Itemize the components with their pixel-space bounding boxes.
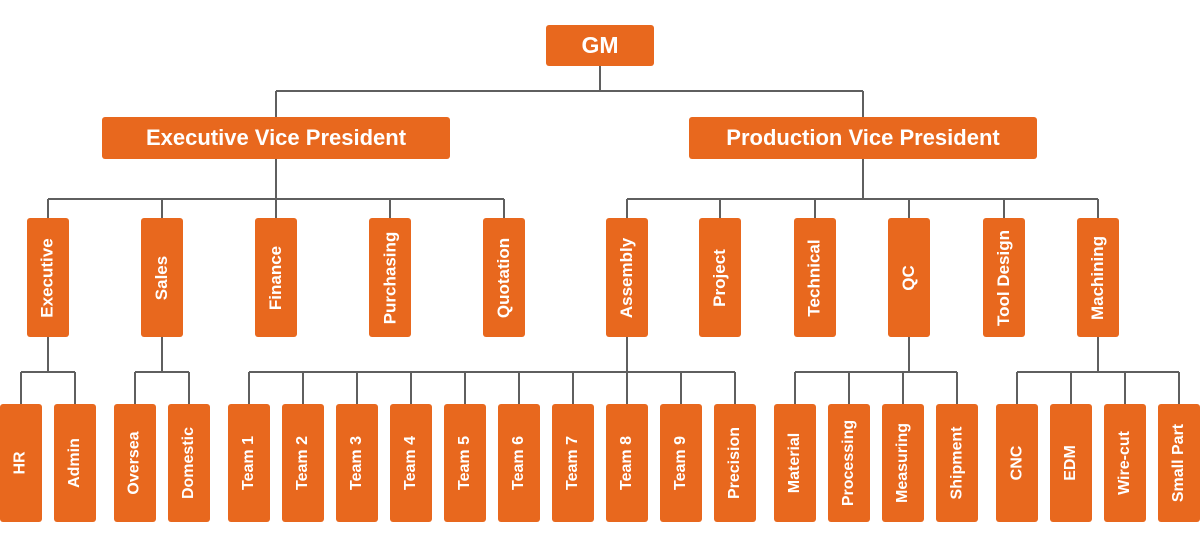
team-team-9-box: Team 9 xyxy=(660,404,702,522)
dept-label: Executive xyxy=(38,237,58,318)
dept-label: Purchasing xyxy=(380,231,399,324)
team-cnc-box: CNC xyxy=(996,404,1038,522)
dept-finance-box: Finance xyxy=(255,218,297,337)
dept-label: Quotation xyxy=(494,237,514,318)
team-precision-box: Precision xyxy=(714,404,756,522)
team-label: HR xyxy=(11,451,29,475)
team-label: Oversea xyxy=(126,431,144,495)
dept-label: Sales xyxy=(152,255,171,300)
dept-qc-box: QC xyxy=(888,218,930,337)
team-domestic-box: Domestic xyxy=(168,404,210,522)
team-label: Precision xyxy=(726,426,743,500)
dept-assembly-box: Assembly xyxy=(606,218,648,337)
team-hr-box: HR xyxy=(0,404,42,522)
team-team-8-box: Team 8 xyxy=(606,404,648,522)
team-team-4-box: Team 4 xyxy=(390,404,432,522)
team-label: Shipment xyxy=(948,426,966,500)
dept-purchasing-box: Purchasing xyxy=(369,218,411,337)
team-label: Processing xyxy=(840,419,858,507)
dept-label: Technical xyxy=(805,238,824,317)
team-team-6-box: Team 6 xyxy=(498,404,540,522)
dept-label: Machining xyxy=(1088,235,1107,320)
dept-project-box: Project xyxy=(699,218,741,337)
team-material-box: Material xyxy=(774,404,816,522)
team-processing-box: Processing xyxy=(828,404,870,522)
team-label: Team 9 xyxy=(672,436,690,490)
dept-machining-box: Machining xyxy=(1077,218,1119,337)
dept-label: Assembly xyxy=(617,237,637,318)
team-label: Team 8 xyxy=(618,436,636,490)
dept-technical-box: Technical xyxy=(794,218,836,337)
executive-vp-label: Executive Vice President xyxy=(145,125,407,150)
team-label: CNC xyxy=(1007,445,1025,481)
team-label: Team 7 xyxy=(564,436,582,490)
gm-label: GM xyxy=(581,32,619,58)
team-label: Team 1 xyxy=(240,436,258,490)
team-team-1-box: Team 1 xyxy=(228,404,270,522)
production-vp-label: Production Vice President xyxy=(726,125,1000,150)
team-label: Domestic xyxy=(180,426,197,500)
team-label: Team 6 xyxy=(510,436,528,490)
dept-quotation-box: Quotation xyxy=(483,218,525,337)
team-edm-box: EDM xyxy=(1050,404,1092,522)
team-team-2-box: Team 2 xyxy=(282,404,324,522)
team-admin-box: Admin xyxy=(54,404,96,522)
team-team-5-box: Team 5 xyxy=(444,404,486,522)
team-label: Material xyxy=(786,432,803,494)
team-wire-cut-box: Wire-cut xyxy=(1104,404,1146,522)
production-vp-box: Production Vice President xyxy=(689,117,1037,159)
dept-tool-design-box: Tool Design xyxy=(983,218,1025,337)
team-oversea-box: Oversea xyxy=(114,404,156,522)
team-small-part-box: Small Part xyxy=(1158,404,1200,522)
team-team-7-box: Team 7 xyxy=(552,404,594,522)
team-shipment-box: Shipment xyxy=(936,404,978,522)
team-label: Team 4 xyxy=(402,436,420,490)
dept-sales-box: Sales xyxy=(141,218,183,337)
team-team-3-box: Team 3 xyxy=(336,404,378,522)
dept-label: QC xyxy=(899,264,918,291)
team-label: Admin xyxy=(66,438,83,488)
team-measuring-box: Measuring xyxy=(882,404,924,522)
dept-executive-box: Executive xyxy=(27,218,69,337)
team-label: EDM xyxy=(1062,445,1079,481)
team-label: Team 2 xyxy=(294,436,312,490)
dept-label: Finance xyxy=(266,245,285,310)
team-label: Wire-cut xyxy=(1116,431,1134,495)
dept-label: Project xyxy=(710,248,730,307)
team-label: Small Part xyxy=(1170,423,1188,503)
team-label: Measuring xyxy=(894,422,912,504)
team-label: Team 5 xyxy=(456,436,474,490)
gm-box: GM xyxy=(546,25,654,66)
dept-label: Tool Design xyxy=(994,229,1014,326)
team-label: Team 3 xyxy=(348,436,366,490)
executive-vp-box: Executive Vice President xyxy=(102,117,450,159)
